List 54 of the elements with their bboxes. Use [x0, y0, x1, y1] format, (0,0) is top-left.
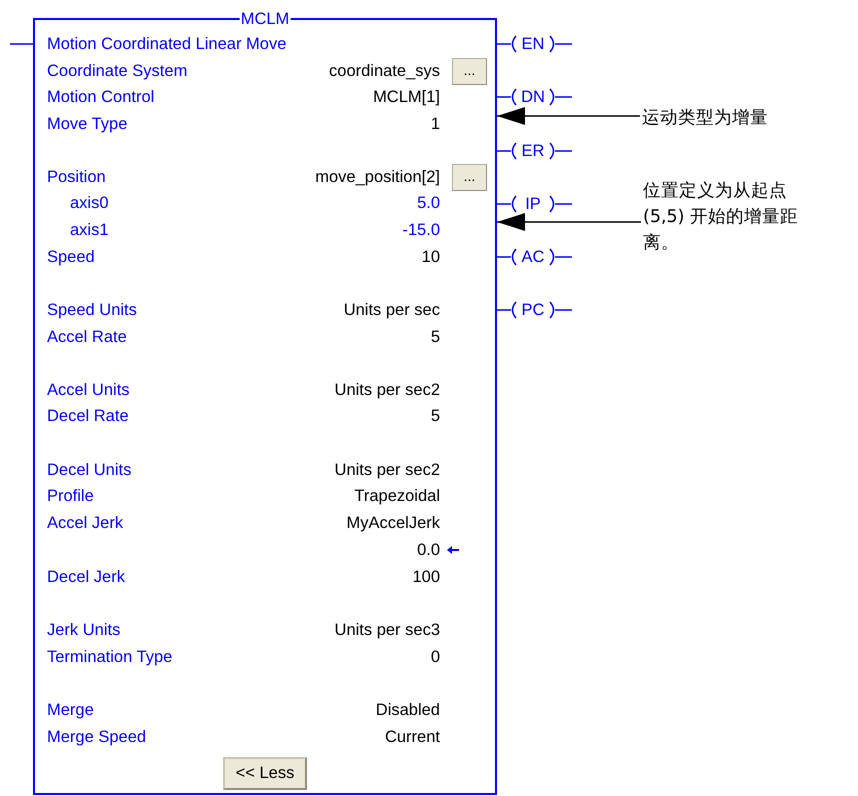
parameter-name: Speed — [47, 247, 95, 267]
parameter-name: Coordinate System — [47, 61, 188, 81]
parameter-value: 1 — [430, 114, 440, 134]
parameter-value: Units per sec2 — [334, 380, 440, 400]
parameter-value: Units per sec2 — [334, 460, 440, 480]
parameter-name: Merge — [47, 700, 94, 720]
coil-label: AC — [522, 247, 544, 267]
parameter-name: Motion Control — [47, 87, 154, 107]
parameter-value: Current — [384, 727, 440, 747]
parameter-value: 5.0 — [417, 193, 440, 213]
parameter-name: Accel Units — [47, 380, 130, 400]
browse-button: ... — [452, 58, 487, 85]
annotation-note: 运动类型为增量 — [642, 105, 832, 131]
parameter-name: Merge Speed — [47, 727, 146, 747]
parameter-value: 10 — [422, 247, 440, 267]
coil-label: DN — [521, 87, 545, 107]
parameter-value: 0.0 — [417, 540, 440, 560]
parameter-value: Units per sec3 — [334, 620, 440, 640]
parameter-name: Jerk Units — [47, 620, 120, 640]
parameter-value: coordinate_sys — [329, 61, 440, 81]
parameter-name: Profile — [47, 486, 94, 506]
parameter-name: Speed Units — [47, 300, 137, 320]
parameter-name: Accel Jerk — [47, 513, 124, 533]
annotation-note: 位置定义为从起点 (5,5) 开始的增量距离。 — [643, 178, 823, 256]
arrow — [497, 107, 640, 125]
less-button: << Less — [223, 757, 307, 790]
parameter-value: 0 — [430, 647, 440, 667]
parameter-value: MCLM[1] — [373, 87, 440, 107]
parameter-value: Units per sec — [344, 300, 440, 320]
parameter-value: move_position[2] — [315, 167, 440, 187]
coil-label: PC — [522, 300, 544, 320]
parameter-value: MyAccelJerk — [346, 513, 440, 533]
coil-label: EN — [522, 34, 544, 54]
browse-button: ... — [452, 164, 487, 191]
arrow — [497, 213, 641, 231]
rung-wire — [10, 43, 33, 45]
parameter-name: Decel Units — [47, 460, 132, 480]
parameter-value: 100 — [412, 567, 440, 587]
parameter-value: 5 — [430, 327, 440, 347]
coil-label: ER — [522, 141, 544, 161]
parameter-name: Decel Jerk — [47, 567, 125, 587]
parameter-name: Move Type — [47, 114, 128, 134]
parameter-name: Decel Rate — [47, 406, 129, 426]
parameter-value: 5 — [430, 406, 440, 426]
parameter-value: Disabled — [376, 700, 440, 720]
parameter-name: Accel Rate — [47, 327, 127, 347]
parameter-value: Trapezoidal — [354, 486, 440, 506]
parameter-name: Termination Type — [47, 647, 172, 667]
parameter-name: axis1 — [70, 220, 109, 240]
parameter-name: Position — [47, 167, 106, 187]
parameter-name: axis0 — [70, 193, 109, 213]
coil-label: IP — [525, 194, 541, 214]
parameter-value: -15.0 — [402, 220, 440, 240]
parameter-name: Motion Coordinated Linear Move — [47, 34, 286, 54]
